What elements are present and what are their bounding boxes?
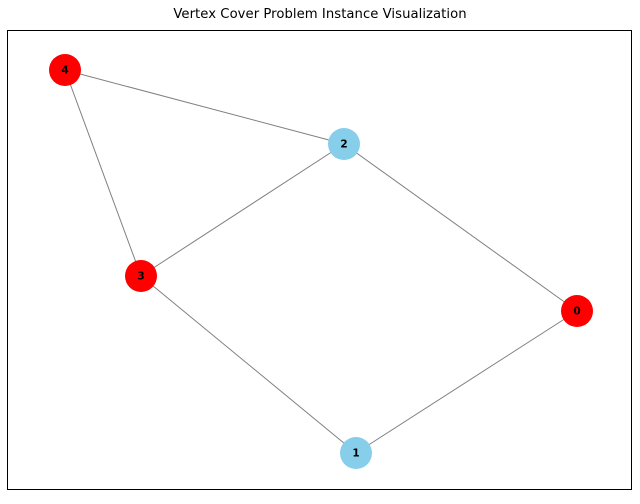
graph-node-2[interactable]: 2 [328,128,360,160]
graph-node-circle-3[interactable] [125,260,157,292]
graph-edge [64,69,142,277]
page-title: Vertex Cover Problem Instance Visualizat… [173,7,467,22]
graph-edge [64,69,345,145]
graph-node-3[interactable]: 3 [125,260,157,292]
graph-edge [140,275,357,454]
graph-node-4[interactable]: 4 [49,54,81,86]
graph-edge [140,143,345,277]
graph-node-1[interactable]: 1 [340,437,372,469]
graph-node-circle-2[interactable] [328,128,360,160]
graph-edge [343,143,578,312]
graph-node-circle-1[interactable] [340,437,372,469]
graph-node-circle-4[interactable] [49,54,81,86]
plot-frame [7,30,632,490]
graph-node-0[interactable]: 0 [561,295,593,327]
graph-node-circle-0[interactable] [561,295,593,327]
graph-edge [355,310,578,454]
edge-layer [64,69,578,454]
